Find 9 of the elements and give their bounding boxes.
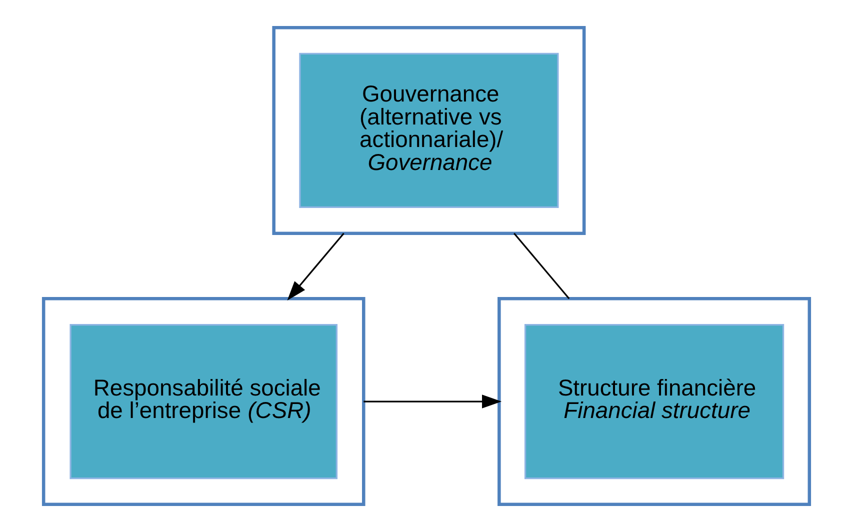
arrow bbox=[363, 394, 502, 408]
connector bbox=[513, 232, 570, 300]
node-box: Gouvernance (alternative vs actionnariale)/ Governance bbox=[298, 52, 558, 208]
cluster bbox=[497, 297, 811, 506]
node-box: Structure financière Financial structure bbox=[524, 324, 784, 480]
cluster bbox=[272, 26, 586, 235]
cluster bbox=[41, 297, 365, 506]
node-box: Responsabilité sociale de l’entreprise (CSR) bbox=[69, 324, 338, 480]
arrow bbox=[286, 232, 344, 301]
